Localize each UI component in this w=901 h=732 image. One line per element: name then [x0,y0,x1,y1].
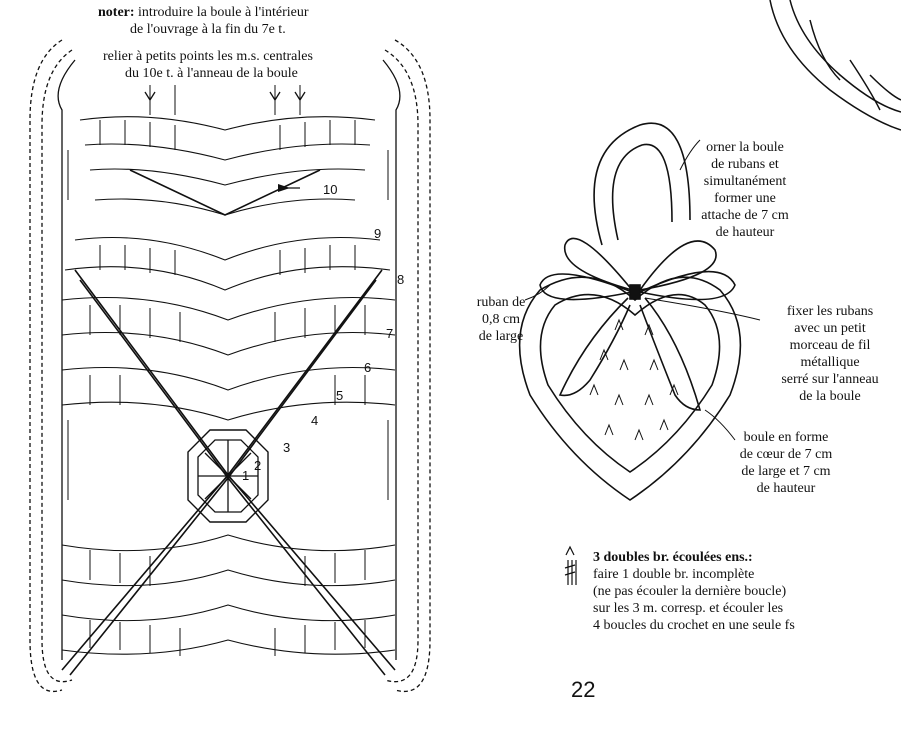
callout-ribbons-line: orner la boule [706,140,784,155]
left-dashed-border [29,39,63,692]
callout-fix-line: métallique [800,355,860,370]
callout-ribbons-line: attache de 7 cm [701,208,789,223]
note-label: noter: [98,5,135,20]
legend-line: (ne pas écouler la dernière boucle) [593,584,787,599]
right-outer-frame [382,59,401,660]
row-number-1: 1 [242,468,250,483]
leader-ball [704,409,736,441]
note-line-1: noter: introduire la boule à l'intérieur [98,4,309,21]
left-outer-frame [57,59,76,660]
row-10-arrowhead [278,184,290,192]
row-number-5: 5 [336,388,344,403]
legend-line: 4 boucles du crochet en une seule fs [593,618,795,633]
callout-ribbon-width: ruban de 0,8 cm de large [466,294,536,345]
right-dashed-border [394,39,431,692]
note-line-3: relier à petits points les m.s. centrale… [103,49,313,64]
note-line-2: de l'ouvrage à la fin du 7e t. [130,22,286,37]
legend-line: sur les 3 m. corresp. et écouler les [593,601,784,616]
callout-ball-line: de hauteur [756,481,816,496]
callout-fix-line: morceau de fil [789,338,871,353]
center-octagon [187,429,269,523]
callout-fix-line: avec un petit [794,321,866,336]
center-spokes [198,440,258,512]
stitch-marks [67,85,389,656]
legend-stitch-symbol [564,545,577,585]
callout-ball-line: boule en forme [743,430,829,445]
ribbon-handle [593,122,691,246]
callout-ribbons-line: de hauteur [715,225,775,240]
callout-ribbons: orner la boule de rubans et simultanémen… [685,139,805,241]
callout-ribbons-line: simultanément [703,174,787,189]
ribbon-tail-right [639,297,702,411]
page-number: 22 [571,677,596,702]
callout-ribbons-line: de rubans et [711,157,779,172]
callout-ribbon-width-line: ruban de [476,295,526,310]
leader-fix [644,297,761,321]
callout-fix-line: de la boule [799,389,861,404]
bow-left-loop [563,237,633,291]
callout-ribbon-width-line: de large [478,329,524,344]
row-number-10: 10 [323,182,338,197]
legend-title: 3 doubles br. écoulées ens.: [593,550,753,565]
callout-ball-line: de large et 7 cm [741,464,831,479]
callout-ball-line: de cœur de 7 cm [739,447,833,462]
heart-inner [539,293,721,473]
callout-fix-line: serré sur l'anneau [781,372,879,387]
leader-ribbon-width [524,284,551,301]
legend-line: faire 1 double br. incomplète [593,567,755,582]
bow-knot [629,284,641,300]
callout-ribbons-line: former une [714,191,776,206]
bow-right-loop [639,240,717,291]
callout-ribbon-width-line: 0,8 cm [481,312,521,327]
corner-heart-fragment [769,0,901,131]
ribbon-handle-inner [611,143,673,241]
bow-left-loop-2 [539,273,633,301]
right-dashed-border-inner [384,49,419,683]
top-arrows [144,91,306,102]
center-octagon-inner [197,439,259,513]
row-number-6: 6 [364,360,372,375]
heart-outer [518,276,742,501]
callout-ball: boule en forme de cœur de 7 cm de large … [726,429,846,497]
chart-rows [61,116,396,655]
note-line-4: du 10e t. à l'anneau de la boule [125,66,298,81]
row-number-8: 8 [397,272,405,287]
leader-ribbons [679,139,701,171]
legend: 3 doubles br. écoulées ens.: faire 1 dou… [593,549,795,634]
row-number-2: 2 [254,458,262,473]
heart-stitches [589,318,679,441]
bow-right-loop-2 [639,270,736,301]
row-number-3: 3 [283,440,291,455]
left-dashed-border-inner [41,49,73,683]
row-number-9: 9 [374,226,382,241]
ribbon-tail-left [558,297,631,397]
row-number-7: 7 [386,326,394,341]
note-text-1: introduire la boule à l'intérieur [138,5,309,20]
row-number-4: 4 [311,413,319,428]
callout-fix-line: fixer les rubans [786,304,874,319]
callout-fix: fixer les rubans avec un petit morceau d… [760,303,900,405]
